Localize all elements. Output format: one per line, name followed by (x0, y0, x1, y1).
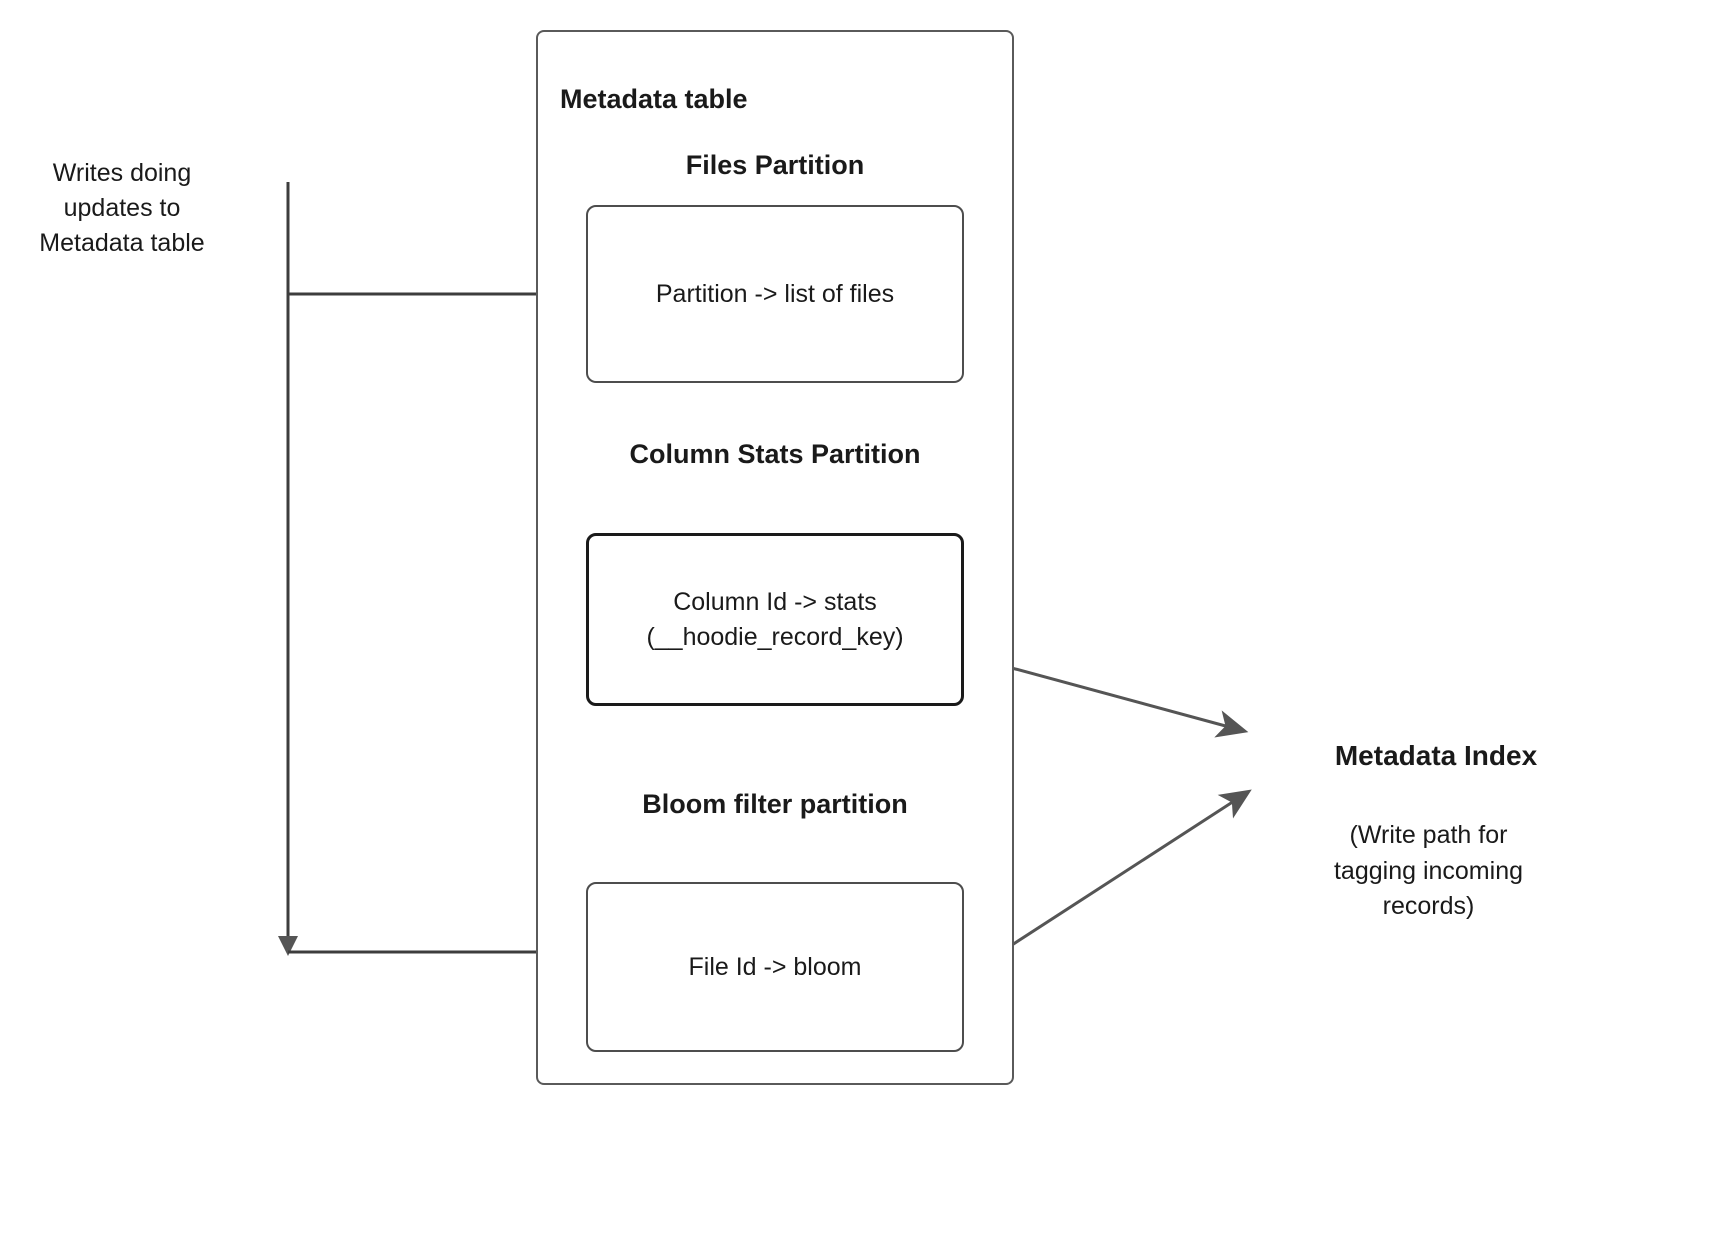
metadata-index-subtitle-line-3: records) (1382, 892, 1475, 920)
metadata-index-subtitle: (Write path for tagging incoming records… (1306, 818, 1551, 925)
column-stats-box-text: Column Id -> stats (__hoodie_record_key) (589, 536, 961, 703)
metadata-index-title: Metadata Index (1334, 740, 1538, 771)
bloom-filter-partition-heading: Bloom filter partition (642, 789, 908, 819)
bloom-filter-box-line-1: File Id -> bloom (688, 952, 862, 981)
metadata-index-subtitle-line-1: (Write path for (1349, 821, 1508, 849)
connector-writes-trunk (278, 182, 298, 956)
files-partition-box-line-1: Partition -> list of files (655, 279, 895, 308)
files-partition-box-text: Partition -> list of files (588, 207, 962, 381)
column-stats-partition-heading: Column Stats Partition (629, 439, 921, 469)
column-stats-box-line-2: (__hoodie_record_key) (646, 622, 904, 651)
metadata-index-subtitle-line-2: tagging incoming (1333, 856, 1523, 885)
files-partition-heading: Files Partition (685, 150, 865, 180)
column-stats-partition-box[interactable]: Column Id -> stats (__hoodie_record_key) (586, 533, 964, 706)
bloom-filter-box-text: File Id -> bloom (588, 884, 962, 1050)
bloom-filter-partition-box[interactable]: File Id -> bloom (586, 882, 964, 1052)
writes-source-label: Writes doing updates to Metadata table (39, 159, 205, 257)
files-partition-box[interactable]: Partition -> list of files (586, 205, 964, 383)
metadata-table-title: Metadata table (560, 84, 748, 114)
column-stats-box-line-1: Column Id -> stats (673, 587, 877, 616)
